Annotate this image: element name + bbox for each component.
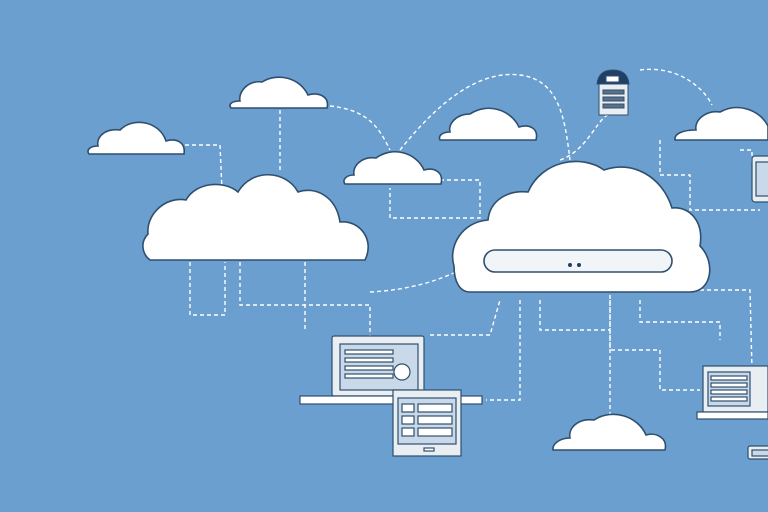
cloud-icon bbox=[87, 121, 186, 155]
monitor-icon bbox=[747, 445, 768, 460]
cloud-icon bbox=[229, 76, 329, 109]
document-icon bbox=[392, 389, 462, 457]
cloud-icon bbox=[142, 173, 369, 261]
server-icon bbox=[596, 69, 630, 116]
laptop-icon bbox=[696, 365, 768, 420]
cloud-icon bbox=[552, 413, 667, 451]
tablet-icon bbox=[751, 155, 768, 203]
cloud-icon bbox=[438, 107, 538, 141]
cloud-icon bbox=[674, 106, 768, 141]
laptop-icon bbox=[299, 335, 483, 405]
cloud-icon bbox=[343, 150, 443, 185]
cloud-icon bbox=[451, 160, 711, 293]
